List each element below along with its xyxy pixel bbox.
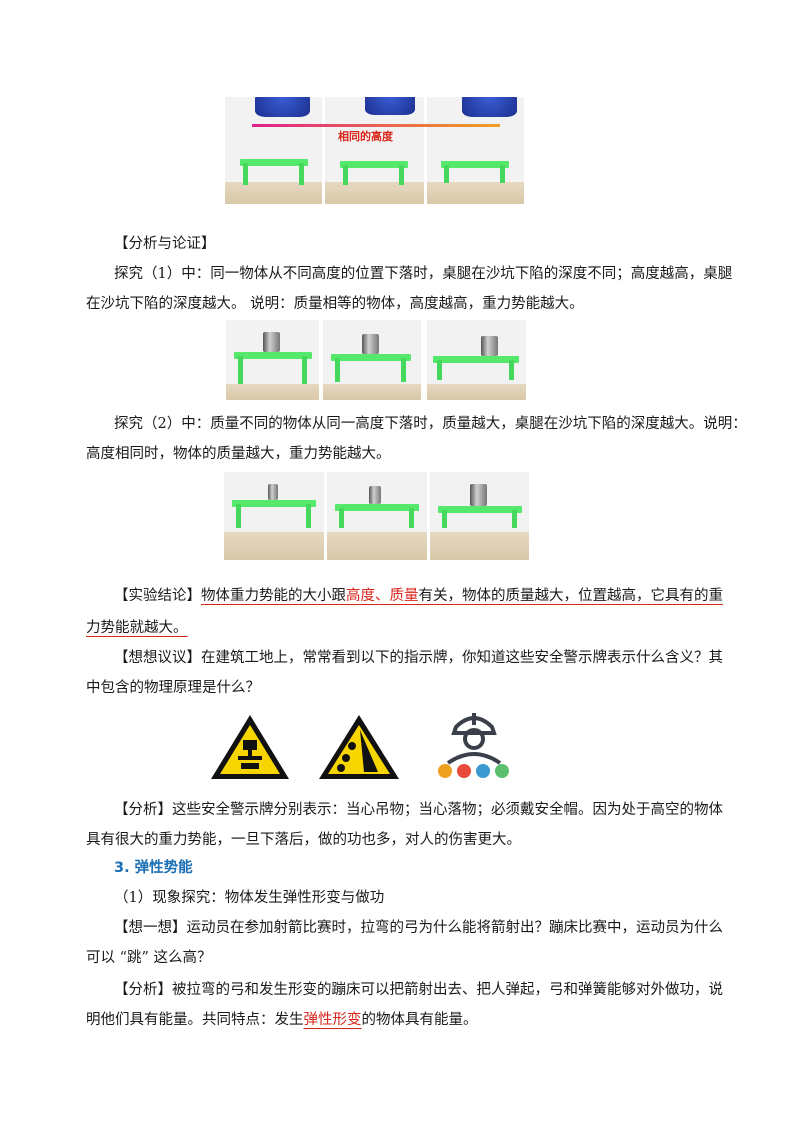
falling-object-warning-icon: [319, 715, 399, 779]
think2-label: 【想一想】: [114, 920, 187, 936]
think-label: 【想想议议】: [114, 650, 201, 666]
weight-image: [369, 486, 381, 504]
think2-text-1: 运动员在参加射箭比赛时，拉弯的弓为什么能将箭射出？蹦床比赛中，运动员为什么: [186, 920, 724, 936]
paragraph-2-line-2: 高度相同时，物体的质量越大，重力势能越大。: [86, 446, 391, 462]
photo-3b: [327, 472, 427, 560]
think2-line-1: 【想一想】运动员在参加射箭比赛时，拉弯的弓为什么能将箭射出？蹦床比赛中，运动员为…: [114, 918, 723, 938]
weight-image: [263, 332, 280, 352]
photo-2c: [427, 320, 526, 400]
analysis3-line-2: 明他们具有能量。共同特点：发生弹性形变的物体具有能量。: [86, 1010, 478, 1030]
keyword-height: 高度: [346, 588, 375, 604]
analysis3-text-1: 被拉弯的弓和发生形变的蹦床可以把箭射出去、把人弹起，弓和弹簧能够对外做功，说: [172, 982, 723, 998]
analysis2-line-2: 具有很大的重力势能，一旦下落后，做的功也多，对人的伤害更大。: [86, 832, 521, 848]
photo-1c: [427, 97, 524, 204]
think2-line-2: 可以 “跳” 这么高？: [86, 950, 212, 966]
weight-image: [268, 484, 278, 500]
paragraph-2-line-1: 探究（2）中：质量不同的物体从同一高度下落时，质量越大，桌腿在沙坑下陷的深度越大…: [114, 416, 747, 432]
glove-image: [365, 97, 415, 115]
photo-3c: [430, 472, 529, 560]
weight-image: [362, 334, 379, 354]
analysis2-line-1: 【分析】这些安全警示牌分别表示：当心吊物；当心落物；必须戴安全帽。因为处于高空的…: [114, 800, 723, 820]
photo-1b: [325, 97, 424, 204]
paragraph-1-line-1: 探究（1）中：同一物体从不同高度的位置下落时，桌腿在沙坑下陷的深度不同；高度越高…: [114, 266, 733, 282]
analysis2-text-1: 这些安全警示牌分别表示：当心吊物；当心落物；必须戴安全帽。因为处于高空的物体: [172, 802, 723, 818]
phenomenon-text: （1）现象探究：物体发生弹性形变与做功: [114, 890, 385, 906]
keyword-separator: 、: [375, 588, 390, 604]
conclusion-label: 【实验结论】: [114, 588, 201, 604]
analysis3-line-1: 【分析】被拉弯的弓和发生形变的蹦床可以把箭射出去、把人弹起，弓和弹簧能够对外做功…: [114, 980, 723, 1000]
photo-2b: [323, 320, 421, 400]
section-analysis-title: 【分析与论证】: [114, 236, 216, 252]
photo-3a: [224, 472, 324, 560]
conclusion-text-2: 有关，物体的质量越大，位置越高，它具有的重: [418, 588, 724, 604]
think-line-2: 中包含的物理原理是什么？: [86, 680, 260, 696]
analysis2-label: 【分析】: [114, 802, 172, 818]
conclusion-text-1: 物体重力势能的大小跟: [201, 588, 346, 604]
weight-image: [481, 336, 498, 356]
think-line-1: 【想想议议】在建筑工地上，常常看到以下的指示牌，你知道这些安全警示牌表示什么含义…: [114, 648, 723, 668]
analysis3-text-2b: 的物体具有能量。: [361, 1012, 478, 1028]
keyword-mass: 质量: [389, 588, 419, 604]
conclusion-line-1: 【实验结论】物体重力势能的大小跟高度、质量有关，物体的质量越大，位置越高，它具有…: [114, 586, 723, 606]
hanging-load-warning-icon: [211, 715, 289, 779]
analysis3-text-2a: 明他们具有能量。共同特点：发生: [86, 1012, 304, 1028]
keyword-elastic-deformation: 弹性形变: [303, 1012, 362, 1028]
figure-caption: 相同的高度: [338, 130, 393, 143]
photo-2a: [226, 320, 319, 400]
height-line: [252, 124, 500, 127]
section-3-title: 3. 弹性势能: [114, 860, 193, 876]
conclusion-line-2: 力势能就越大。: [86, 620, 188, 636]
photo-1a: [225, 97, 322, 204]
glove-image: [255, 97, 310, 117]
weight-image: [470, 484, 487, 506]
analysis3-label: 【分析】: [114, 982, 172, 998]
safety-helmet-icon: [438, 713, 509, 778]
paragraph-1-line-2: 在沙坑下陷的深度越大。 说明：质量相等的物体，高度越高，重力势能越大。: [86, 296, 584, 312]
think-text-1: 在建筑工地上，常常看到以下的指示牌，你知道这些安全警示牌表示什么含义？其: [201, 650, 723, 666]
glove-image: [462, 97, 517, 117]
